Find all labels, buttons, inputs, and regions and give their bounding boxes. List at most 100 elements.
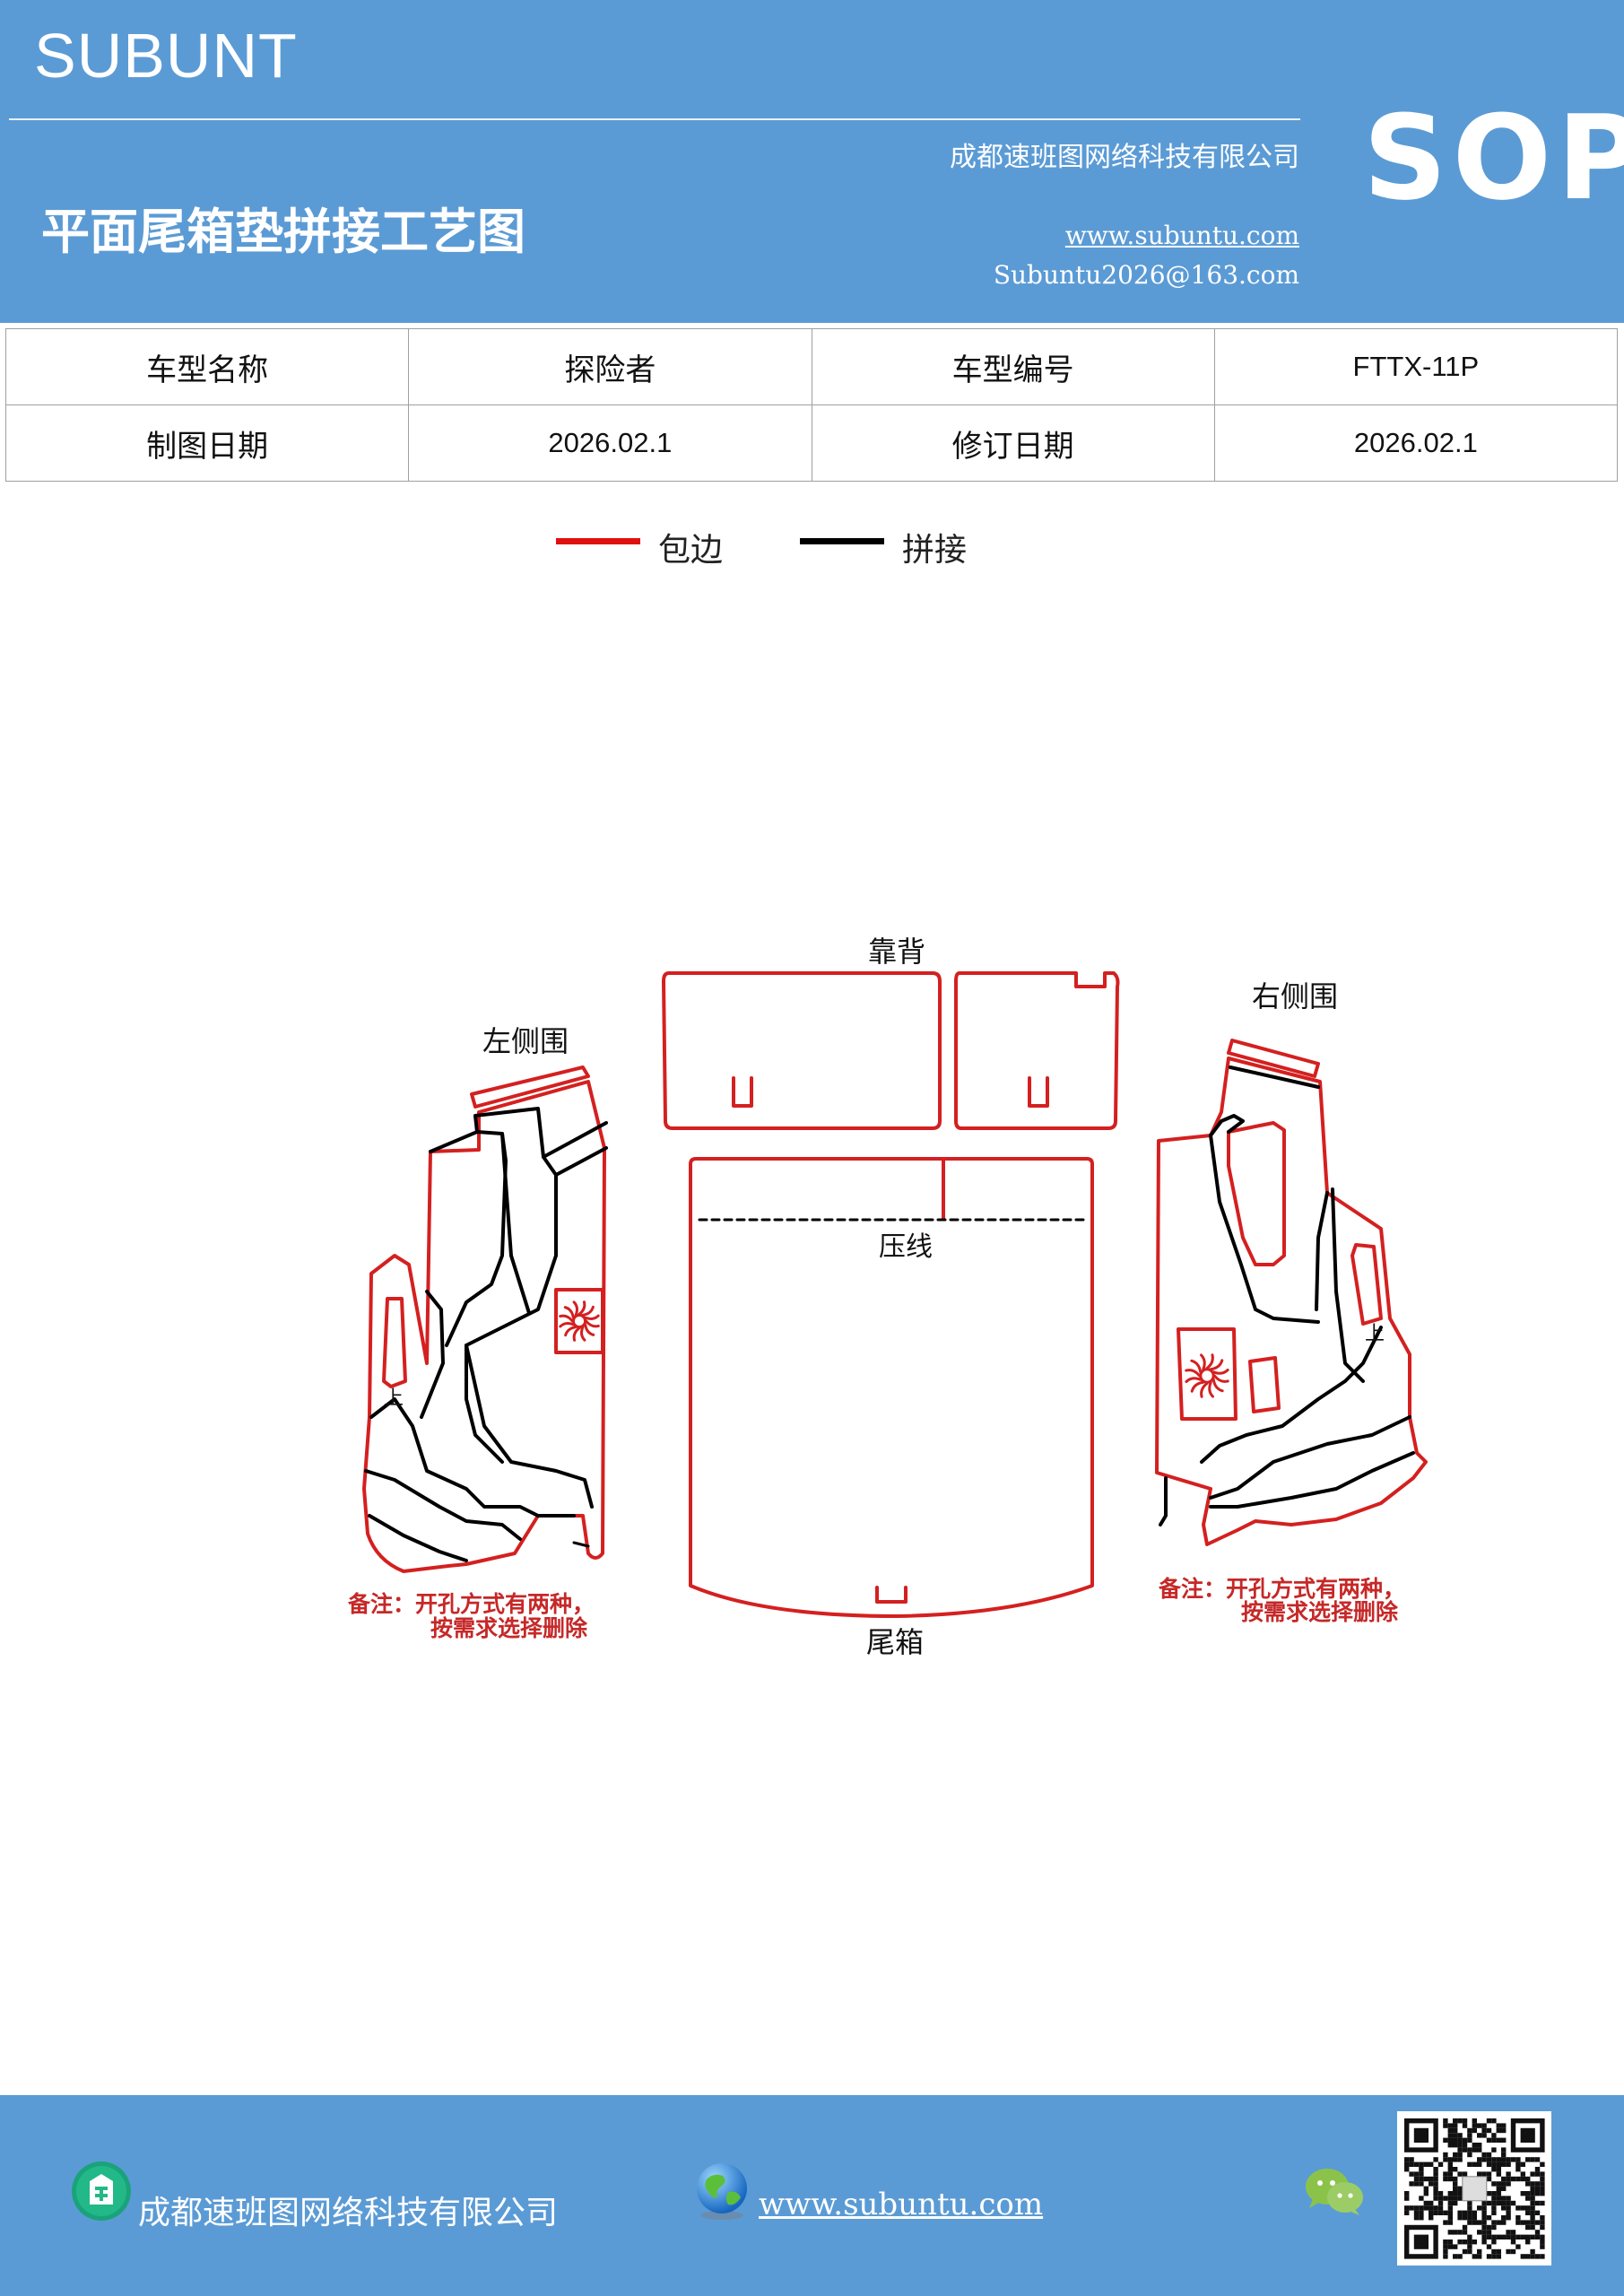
qr-module [1477,2205,1482,2211]
qr-module [1429,2176,1434,2182]
header-divider [9,118,1300,120]
qr-module [1520,2176,1525,2182]
value-model-name: 探险者 [408,328,812,405]
vent-blade [1212,1374,1229,1383]
qr-module [1486,2127,1492,2134]
website-link[interactable]: www.subuntu.com [1064,221,1299,250]
qr-module [1530,2254,1535,2259]
qr-module [1530,2171,1535,2177]
qr-module [1457,2186,1463,2191]
vent-center [571,1313,587,1329]
qr-module [1501,2205,1507,2211]
qr-module [1413,2176,1420,2182]
qr-module [1534,2200,1541,2206]
qr-module [1467,2147,1472,2152]
qr-module [1534,2234,1541,2239]
qr-module [1467,2248,1472,2255]
brand-name: SUBUNT [34,21,298,91]
qr-module [1453,2196,1458,2201]
qr-module [1457,2137,1463,2143]
qr-module [1481,2123,1487,2128]
footer-website-link[interactable]: www.subuntu.com [759,2187,1044,2222]
qr-module [1472,2127,1477,2134]
qr-module [1447,2127,1453,2134]
qr-module [1486,2176,1492,2182]
value-draw-date: 2026.02.1 [408,404,812,482]
qr-module [1447,2191,1453,2196]
wechat-icon[interactable] [1302,2163,1367,2219]
right-side-panel [1155,1039,1428,1546]
qr-module [1472,2118,1477,2124]
qr-module [1501,2200,1507,2206]
qr-module [1467,2239,1472,2245]
qr-module [1496,2248,1501,2255]
qr-module [1481,2157,1487,2162]
vent-blade [1211,1369,1229,1375]
qr-module [1486,2224,1492,2231]
qr-module [1443,2239,1448,2245]
qr-module [1457,2230,1463,2235]
qr-module [1453,2191,1458,2196]
qr-module [1443,2196,1448,2201]
qr-module [1443,2176,1448,2182]
qr-module [1515,2176,1521,2182]
qr-module [1534,2181,1541,2187]
qr-module [1404,2157,1410,2162]
qr-module [1501,2161,1507,2167]
qr-module [1515,2167,1521,2172]
qr-module [1462,2118,1468,2124]
qr-module [1506,2171,1511,2177]
qr-module [1453,2230,1458,2235]
legend-edge-label: 包边 [658,532,724,569]
qr-module [1447,2157,1453,2162]
qr-module [1530,2186,1535,2191]
legend-edge-swatch [556,538,640,544]
qr-module [1447,2200,1453,2206]
qr-module [1496,2196,1501,2201]
qr-module [1453,2254,1458,2259]
backrest-right-panel [954,971,1120,1130]
qr-module [1525,2234,1531,2239]
label-right-up-mark: 上 [1365,1323,1385,1345]
sop-badge: SOP [1363,90,1624,226]
table-row: 车型名称 探险者 车型编号 FTTX-11P [4,328,1619,405]
vent-blade [584,1323,595,1336]
qr-module [1477,2147,1482,2152]
qr-module [1506,2176,1511,2182]
qr-module [1501,2176,1507,2182]
qr-module [1419,2167,1424,2172]
qr-module [1453,2157,1458,2162]
qr-module [1481,2234,1487,2239]
vent-blade [563,1306,575,1319]
qr-module [1534,2191,1541,2196]
qr-module [1496,2200,1501,2206]
qr-module [1520,2161,1525,2167]
qr-module [1506,2196,1511,2201]
qr-module [1404,2210,1410,2215]
qr-module [1477,2248,1482,2255]
vent-blade [581,1305,595,1317]
vent-blade [572,1300,578,1317]
qr-module [1506,2205,1511,2211]
qr-module [1540,2176,1545,2182]
qr-module [1496,2181,1501,2187]
qr-module [1419,2171,1424,2177]
qr-module [1540,2254,1545,2259]
qr-module [1413,2181,1420,2187]
qr-module [1453,2118,1458,2124]
qr-module [1520,2171,1525,2177]
qr-module [1501,2147,1507,2152]
vent-center [1199,1368,1215,1384]
qr-module [1491,2224,1497,2231]
qr-code [1397,2111,1551,2266]
qr-module [1433,2205,1438,2211]
qr-module [1477,2171,1482,2177]
qr-module [1453,2176,1458,2182]
qr-module [1437,2210,1444,2215]
qr-module [1506,2200,1511,2206]
left-side-panel [362,1065,608,1573]
qr-module [1496,2171,1501,2177]
qr-module [1515,2234,1521,2239]
label-backrest: 靠背 [868,935,925,969]
